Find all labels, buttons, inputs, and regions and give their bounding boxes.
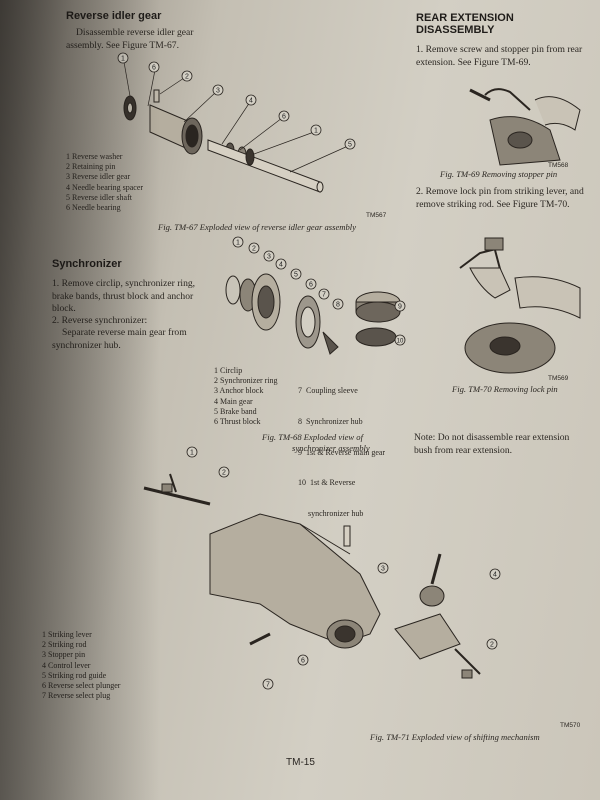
svg-text:3: 3 (216, 88, 220, 95)
synchronizer-diagram: 1 2 3 4 5 6 7 8 9 10 (225, 236, 406, 355)
list-item: 4 Control lever (42, 660, 91, 670)
rear-extension-note: Note: Do not disassemble rear extension … (414, 432, 570, 456)
synchronizer-parts-list-left: 1 Circlip 2 Synchronizer ring 3 Anchor b… (214, 366, 278, 427)
svg-text:6: 6 (152, 65, 156, 72)
tm570-code: TM570 (560, 722, 581, 729)
reverse-idler-text: Disassemble reverse idler gear assembly.… (66, 27, 194, 51)
tm569-code: TM569 (548, 375, 569, 382)
reverse-idler-heading: Reverse idler gear (66, 10, 162, 22)
list-item: 7 Coupling sleeve (298, 386, 358, 396)
list-item: 4 Main gear (214, 396, 253, 406)
list-item: 1 Striking lever (42, 630, 92, 639)
list-item: 1 Reverse washer (66, 152, 123, 161)
list-item: 2 Striking rod (42, 640, 87, 650)
list-item: 3 Reverse idler gear (66, 172, 131, 182)
rear-extension-step1: 1. Remove screw and stopper pin from rea… (416, 44, 583, 68)
list-item: 4 Needle bearing spacer (66, 182, 144, 192)
synchronizer-step2: 2. Reverse synchronizer: (52, 315, 148, 326)
list-item: 6 Reverse select plunger (42, 681, 121, 691)
list-item: 5 Reverse idler shaft (66, 192, 132, 202)
list-item: 3 Stopper pin (42, 650, 86, 660)
tm567-code: TM567 (366, 212, 387, 219)
svg-text:3: 3 (381, 566, 385, 573)
list-item: 5 Brake band (214, 406, 257, 416)
page-number: TM-15 (286, 757, 315, 768)
rear-extension-heading-line2: DISASSEMBLY (416, 24, 495, 36)
synchronizer-heading: Synchronizer (52, 258, 122, 270)
fig-tm69-diagram (469, 88, 581, 166)
list-item: 1 Circlip (214, 366, 243, 375)
list-item: 9 1st & Reverse main gear (298, 447, 386, 457)
svg-text:6: 6 (309, 282, 313, 289)
shifting-parts-list: 1 Striking lever 2 Striking rod 3 Stoppe… (42, 630, 120, 701)
list-item: 5 Striking rod guide (42, 670, 107, 680)
svg-text:7: 7 (266, 682, 270, 689)
fig-tm70-diagram (459, 237, 581, 374)
list-item: 3 Anchor block (214, 386, 264, 396)
svg-text:1: 1 (121, 56, 125, 63)
list-item: 7 Reverse select plug (42, 691, 111, 701)
synchronizer-step1: 1. Remove circlip, synchronizer ring, br… (52, 278, 196, 314)
list-item: 6 Needle bearing (66, 203, 121, 213)
svg-text:5: 5 (348, 142, 352, 149)
svg-text:2: 2 (490, 642, 494, 649)
tm568-code: TM568 (548, 162, 569, 169)
fig-tm70-caption: Fig. TM-70 Removing lock pin (452, 384, 558, 394)
svg-text:2: 2 (252, 246, 256, 253)
rear-extension-step2: 2. Remove lock pin from striking lever, … (416, 186, 584, 210)
svg-text:2: 2 (222, 470, 226, 477)
list-item: synchronizer hub (298, 508, 364, 518)
fig-tm71-caption: Fig. TM-71 Exploded view of shifting mec… (370, 732, 540, 742)
svg-text:4: 4 (493, 572, 497, 579)
fig-tm68-caption-line1: Fig. TM-68 Exploded view of (262, 432, 363, 442)
synchronizer-step2-detail: Separate reverse main gear from synchron… (52, 327, 187, 351)
fig-tm68-caption-line2: synchronizer assembly (292, 443, 370, 453)
list-item: 8 Synchronizer hub (298, 417, 363, 427)
svg-text:6: 6 (301, 658, 305, 665)
svg-text:1: 1 (314, 128, 318, 135)
svg-text:9: 9 (398, 304, 402, 311)
svg-text:1: 1 (190, 450, 194, 457)
fig-tm67-caption: Fig. TM-67 Exploded view of reverse idle… (158, 222, 357, 232)
shifting-mechanism-diagram: 1 2 3 4 2 6 7 (143, 446, 501, 690)
rear-extension-heading-line1: REAR EXTENSION (416, 12, 514, 24)
svg-text:3: 3 (267, 254, 271, 261)
list-item: 2 Synchronizer ring (214, 376, 278, 386)
list-item: 6 Thrust block (214, 417, 261, 427)
svg-text:2: 2 (185, 74, 189, 81)
fig-tm69-caption: Fig. TM-69 Removing stopper pin (440, 169, 558, 179)
svg-text:1: 1 (236, 240, 240, 247)
svg-text:7: 7 (322, 292, 326, 299)
list-item: 10 1st & Reverse (298, 478, 356, 488)
svg-text:5: 5 (294, 272, 298, 279)
svg-text:10: 10 (397, 339, 404, 345)
svg-text:4: 4 (249, 98, 253, 105)
reverse-idler-diagram: 1 6 2 3 4 6 1 5 (117, 52, 356, 193)
synchronizer-parts-list-right: 7 Coupling sleeve 8 Synchronizer hub 9 1… (298, 366, 385, 539)
svg-text:4: 4 (279, 262, 283, 269)
reverse-idler-parts-list: 1 Reverse washer 2 Retaining pin 3 Rever… (66, 152, 143, 213)
svg-text:8: 8 (336, 302, 340, 309)
svg-text:6: 6 (282, 114, 286, 121)
list-item: 2 Retaining pin (66, 162, 116, 172)
